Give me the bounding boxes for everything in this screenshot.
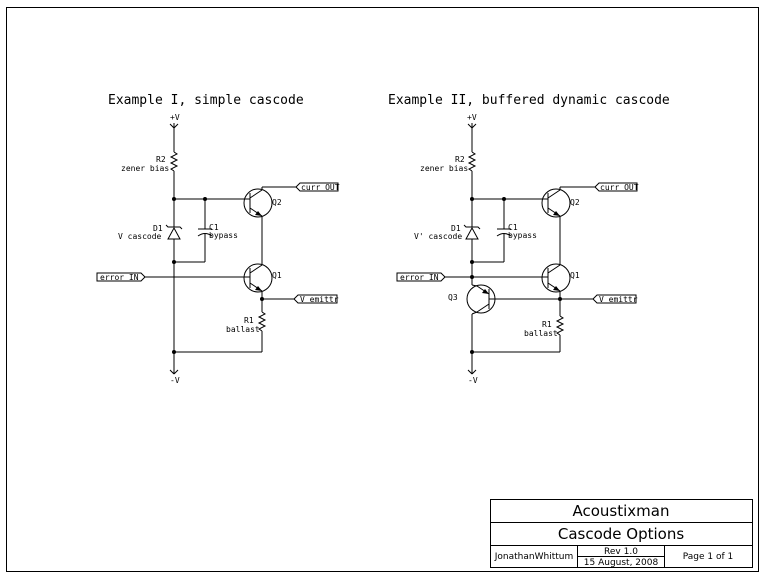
- wire: [173, 123, 179, 129]
- wire: [467, 369, 473, 375]
- wire: [169, 123, 175, 129]
- junction-dot: [172, 260, 176, 264]
- q3-emitter-arrow: [482, 289, 489, 294]
- wire: [173, 369, 179, 375]
- q2-emitter-arrow: [255, 211, 262, 216]
- junction-dot: [470, 197, 474, 201]
- q1-emitter-arrow: [255, 286, 262, 291]
- c1-value: bypass: [209, 231, 238, 240]
- junction-dot: [470, 275, 474, 279]
- wire: [471, 123, 477, 129]
- wire: [471, 369, 477, 375]
- curr-out-label: curr OUT: [600, 183, 639, 192]
- example-2-title: Example II, buffered dynamic cascode: [388, 93, 670, 108]
- wire: [471, 311, 478, 315]
- transistor-q2: [243, 188, 273, 218]
- r1-value: ballast: [226, 325, 260, 334]
- drawing-title: Cascode Options: [558, 525, 684, 543]
- vminus-label: -V: [468, 376, 478, 385]
- resistor-r2: [467, 151, 477, 172]
- d1-ref: D1: [451, 224, 461, 233]
- r1-ref: R1: [542, 320, 552, 329]
- r1-ref: R1: [244, 316, 254, 325]
- q3-collector: [476, 303, 490, 313]
- c1-value: bypass: [508, 231, 537, 240]
- zener-d1: [465, 226, 479, 240]
- zener-d1: [167, 226, 181, 240]
- date: 15 August, 2008: [584, 558, 659, 568]
- title-block-frame: [490, 499, 753, 568]
- error-in-label: error IN: [400, 273, 439, 282]
- q1-collector: [547, 264, 561, 274]
- author: JonathanWhittum: [494, 552, 573, 562]
- error-in-port: [396, 272, 446, 282]
- example-2-circuit: Example II, buffered dynamic cascode +V …: [388, 93, 670, 385]
- error-in-port: [96, 272, 146, 282]
- vplus-label: +V: [467, 113, 477, 122]
- c1-ref: C1: [209, 223, 219, 232]
- example-1-title: Example I, simple cascode: [108, 93, 304, 108]
- q1-emitter-arrow: [553, 286, 560, 291]
- wire: [169, 369, 175, 375]
- r2-value: zener bias: [121, 164, 169, 173]
- transistor-q1: [243, 263, 273, 293]
- error-in-label: error IN: [100, 273, 139, 282]
- junction-dot: [172, 197, 176, 201]
- wire: [467, 123, 473, 129]
- q1-ref: Q1: [272, 271, 282, 280]
- q3-ref: Q3: [448, 293, 458, 302]
- q1-collector: [249, 264, 263, 274]
- transistor-q1: [541, 263, 571, 293]
- resistor-r1: [555, 315, 565, 336]
- title-block: Acoustixman Cascode Options JonathanWhit…: [490, 499, 753, 568]
- vminus-label: -V: [170, 376, 180, 385]
- curr-out-port: [295, 182, 339, 192]
- v-emittr-label: V emittr: [599, 295, 638, 304]
- wire: [471, 284, 478, 287]
- resistor-r2: [169, 151, 179, 172]
- vplus-label: +V: [170, 113, 180, 122]
- q2-collector: [249, 189, 263, 199]
- q2-emitter-arrow: [553, 211, 560, 216]
- r2-ref: R2: [156, 155, 166, 164]
- revision: Rev 1.0: [604, 547, 638, 557]
- company-name: Acoustixman: [573, 502, 670, 520]
- curr-out-label: curr OUT: [301, 183, 340, 192]
- v-emittr-label: V emittr: [300, 295, 339, 304]
- q2-collector: [547, 189, 561, 199]
- d1-value: V' cascode: [414, 232, 462, 241]
- curr-out-port: [594, 182, 638, 192]
- page-number: Page 1 of 1: [683, 552, 734, 562]
- example-1-circuit: Example I, simple cascode +V R2 zener bi…: [96, 93, 340, 385]
- q2-ref: Q2: [272, 198, 282, 207]
- r2-value: zener bias: [420, 164, 468, 173]
- r2-ref: R2: [455, 155, 465, 164]
- junction-dot: [260, 297, 264, 301]
- d1-ref: D1: [153, 224, 163, 233]
- v-emittr-port: [293, 294, 338, 304]
- sheet-border: [6, 7, 759, 572]
- v-emittr-port: [592, 294, 637, 304]
- resistor-r1: [257, 311, 267, 332]
- q1-ref: Q1: [570, 271, 580, 280]
- junction-dot: [470, 260, 474, 264]
- r1-value: ballast: [524, 329, 558, 338]
- transistor-q2: [541, 188, 571, 218]
- q2-ref: Q2: [570, 198, 580, 207]
- c1-ref: C1: [508, 223, 518, 232]
- d1-value: V cascode: [118, 232, 162, 241]
